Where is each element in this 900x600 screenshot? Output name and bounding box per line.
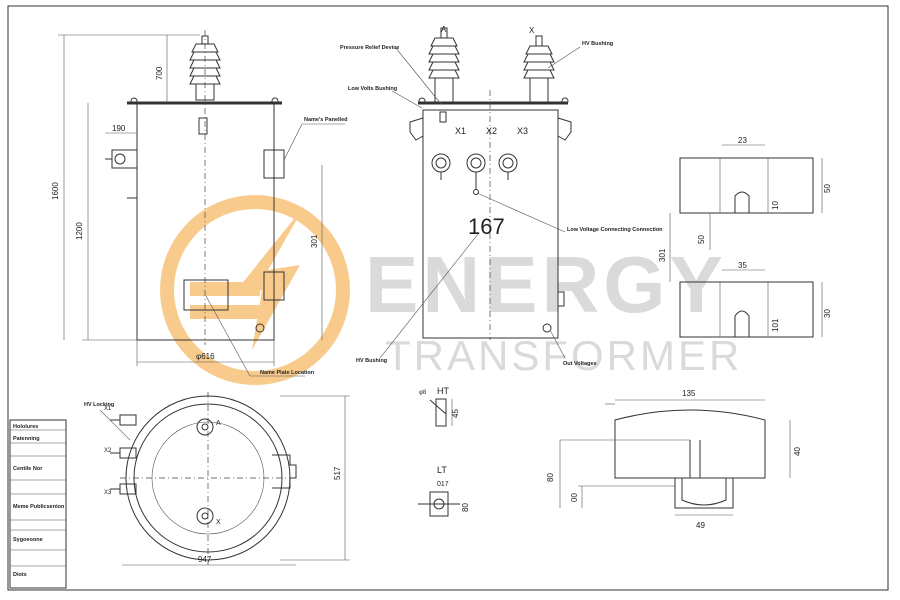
front-hv-bushing-x bbox=[523, 35, 555, 103]
watermark-line2: TRANSFORMER bbox=[385, 332, 742, 379]
top-terminal-x1: X1 bbox=[104, 406, 112, 412]
top-lv-bushings bbox=[110, 414, 137, 495]
side-view: 1600 1200 700 190 301 φ616 Name's Panell… bbox=[51, 30, 348, 377]
dim-700: 700 bbox=[155, 66, 164, 80]
callout-lv-bushing: Low Volts Bushing bbox=[348, 86, 397, 92]
top-hanger bbox=[272, 454, 297, 489]
front-side-plate bbox=[557, 291, 565, 307]
dim-101: 101 bbox=[771, 318, 780, 332]
top-terminal-x3: X3 bbox=[104, 490, 112, 496]
front-bracket-left bbox=[409, 117, 424, 141]
dim-017: 017 bbox=[437, 481, 449, 488]
dim-30: 30 bbox=[823, 309, 832, 318]
terminal-x2-label: X2 bbox=[486, 126, 497, 136]
drawing-frame bbox=[7, 5, 889, 591]
top-terminal-x2: X2 bbox=[104, 448, 112, 454]
title-block-row-2: Patenning bbox=[13, 436, 40, 442]
dim-301: 301 bbox=[310, 234, 319, 248]
dim-1600: 1600 bbox=[51, 182, 60, 200]
dim-40: 40 bbox=[793, 447, 802, 456]
watermark-logo-bolt bbox=[232, 205, 305, 350]
front-tank-body bbox=[422, 109, 559, 339]
dim-1200: 1200 bbox=[75, 222, 84, 240]
dim-135: 135 bbox=[682, 389, 696, 398]
dim-517: 517 bbox=[333, 466, 342, 480]
watermark-logo-bar-1 bbox=[190, 282, 260, 296]
terminal-x3-label: X3 bbox=[517, 126, 528, 136]
front-rating-number: 167 bbox=[468, 214, 505, 239]
terminal-a-label: A bbox=[441, 25, 447, 34]
watermark-logo bbox=[160, 195, 350, 385]
top-hv-bushing-x bbox=[196, 507, 214, 525]
front-drain-valve bbox=[542, 323, 552, 333]
callout-pressure-relief: Pressure Relief Device bbox=[340, 45, 399, 51]
watermark-logo-bar-2 bbox=[190, 305, 260, 319]
lt-detail: LT 017 80 bbox=[418, 465, 470, 517]
front-relief-valve bbox=[439, 111, 447, 123]
title-block-row-4: Meme Publicsenion bbox=[13, 504, 65, 510]
dim-50a: 50 bbox=[823, 184, 832, 193]
side-lid-bolt-right bbox=[271, 97, 279, 105]
dim-50b: 50 bbox=[697, 235, 706, 244]
front-bracket-right bbox=[557, 117, 572, 141]
side-lv-terminal bbox=[105, 149, 138, 169]
watermark: ENERGY TRANSFORMER bbox=[160, 195, 742, 385]
title-block-row-6: Diots bbox=[13, 572, 27, 578]
dim-23: 23 bbox=[738, 136, 747, 145]
watermark-logo-ring bbox=[160, 195, 350, 385]
callout-out-voltage: Out Voltages bbox=[563, 361, 597, 367]
dim-45: 45 bbox=[451, 409, 460, 418]
watermark-line1: ENERGY bbox=[365, 240, 727, 329]
top-hv-bushing-a bbox=[196, 418, 214, 436]
title-block-row-3: Centile Nor bbox=[13, 466, 43, 472]
bracket-detail-upper: 23 50 10 50 bbox=[679, 136, 832, 250]
dim-00: 00 bbox=[570, 493, 579, 502]
side-drain-valve bbox=[255, 323, 265, 333]
dim-49: 49 bbox=[696, 521, 705, 530]
callout-hv-bushing-top: HV Bushing bbox=[582, 41, 613, 47]
side-hanger-lower bbox=[263, 271, 285, 301]
bracket-detail-lower: 35 30 101 bbox=[679, 261, 832, 338]
top-terminal-a: A bbox=[216, 420, 221, 427]
callout-hv-locking: HV Locking bbox=[84, 402, 114, 408]
title-block-row-5: Sygoeoone bbox=[13, 537, 43, 543]
side-nameplate bbox=[183, 279, 229, 311]
callout-name-panel: Name's Panelled bbox=[304, 117, 348, 123]
callout-lv-connection: Low Voltage Connecting Connection bbox=[567, 227, 663, 233]
side-gauge bbox=[198, 117, 208, 135]
dim-10: 10 bbox=[771, 201, 780, 210]
dim-35: 35 bbox=[738, 261, 747, 270]
dim-301b: 301 bbox=[658, 248, 667, 262]
dim-190: 190 bbox=[112, 124, 126, 133]
top-terminal-x: X bbox=[216, 519, 221, 526]
terminal-x1-label: X1 bbox=[455, 126, 466, 136]
side-hanger-upper bbox=[263, 149, 285, 179]
front-hv-bushing-a bbox=[428, 27, 460, 103]
side-hv-bushing bbox=[189, 35, 221, 101]
front-lv-bushings bbox=[431, 153, 518, 195]
dim-947: 947 bbox=[198, 555, 212, 564]
ht-label: HT bbox=[437, 386, 449, 396]
dim-phi8: φ8 bbox=[419, 390, 427, 396]
side-lid-bolt-left bbox=[130, 97, 138, 105]
ht-detail: HT φ8 45 bbox=[419, 386, 460, 427]
top-view: A X X1 X2 X3 HV Locking 947 517 bbox=[84, 392, 350, 566]
handle-detail: 135 40 80 00 49 bbox=[546, 389, 802, 530]
front-view: A X X1 X2 X3 167 Pressure Relief Device … bbox=[340, 25, 663, 367]
front-lid-bolt-right bbox=[561, 97, 569, 105]
callout-hv-bushing-front: HV Bushing bbox=[356, 358, 387, 364]
dim-80: 80 bbox=[461, 503, 470, 512]
title-block: Hololures Patenning Centile Nor Meme Pub… bbox=[9, 419, 67, 589]
terminal-x-label: X bbox=[529, 26, 535, 35]
dim-80b: 80 bbox=[546, 473, 555, 482]
front-lid-bolt-left bbox=[418, 97, 426, 105]
title-block-row-1: Hololures bbox=[13, 424, 38, 430]
callout-name-plate: Name Plate Location bbox=[260, 370, 315, 376]
lt-label: LT bbox=[437, 465, 447, 475]
dim-616: φ616 bbox=[196, 352, 215, 361]
